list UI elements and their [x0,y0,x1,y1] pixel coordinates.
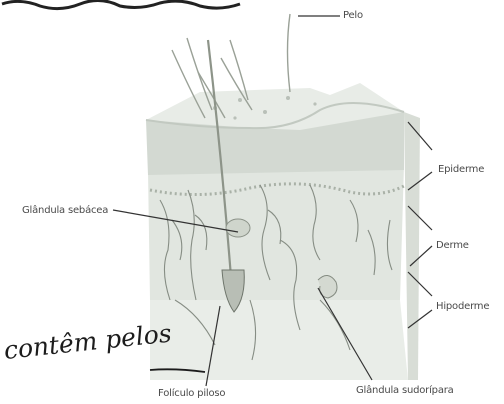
label-pelo: Pelo [343,10,363,21]
label-derme: Derme [436,240,469,251]
cropped-handwriting-strokes [2,0,240,8]
hypodermis-layer [150,300,408,380]
sweat-gland [318,275,337,298]
label-epiderme: Epiderme [438,164,484,175]
sebaceous-gland [226,219,250,237]
label-hipoderme: Hipoderme [436,301,489,312]
block-side-face [404,112,420,380]
label-foliculo-piloso: Folículo piloso [158,388,225,399]
label-glandula-sebacea: Glândula sebácea [22,205,108,216]
label-glandula-sudoripara: Glândula sudorípara [356,385,454,396]
